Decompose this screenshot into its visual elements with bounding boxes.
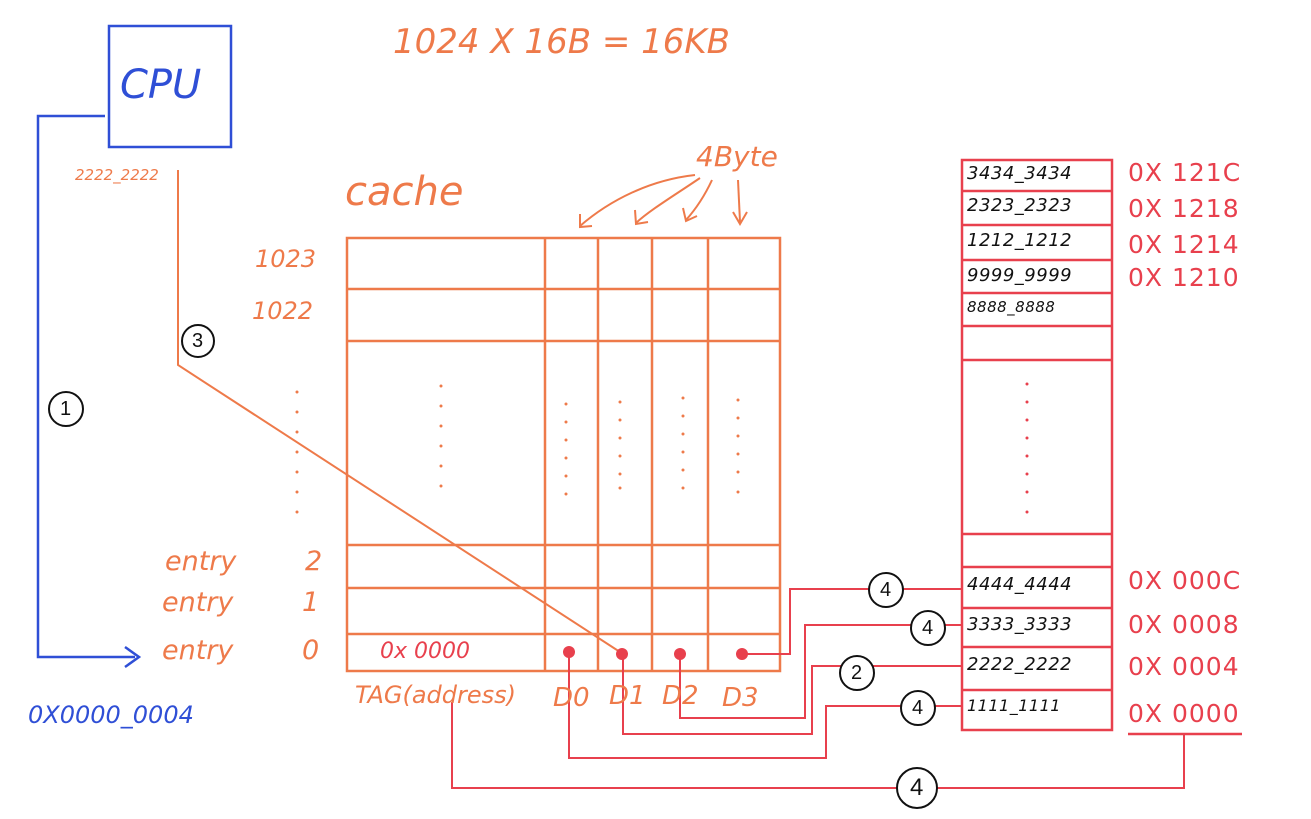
mem-word-120c: 8888_8888 <box>967 298 1056 316</box>
step-number-4c: 4 <box>912 697 924 719</box>
row-label-1023: 1023 <box>255 245 317 273</box>
mem-word-121c: 3434_3434 <box>967 163 1073 184</box>
mem-word-0004: 2222_2222 <box>967 654 1073 675</box>
step-number-4d: 4 <box>910 774 924 801</box>
entry0-tag-value: 0x 0000 <box>380 639 470 664</box>
mem-addr-0000: 0X 0000 <box>1128 699 1240 728</box>
cache-dots <box>563 646 748 660</box>
row-ellipsis <box>295 384 740 514</box>
col-label-d2: D2 <box>662 681 699 711</box>
mem-word-0000: 1111_1111 <box>967 696 1061 715</box>
step-circle-4b <box>910 610 946 646</box>
mem-word-1214: 1212_1212 <box>967 230 1073 251</box>
step-number-1: 1 <box>60 398 72 420</box>
step-number-3: 3 <box>192 330 204 352</box>
step-number-2: 2 <box>851 662 863 684</box>
step-number-4b: 4 <box>922 617 934 639</box>
step-circle-4a <box>868 572 904 608</box>
row-label-1022: 1022 <box>252 297 314 325</box>
page-title: 1024 X 16B = 16KB <box>393 22 731 62</box>
memory-to-cache-lines <box>451 588 1185 789</box>
mem-addr-1210: 0X 1210 <box>1128 263 1240 292</box>
mem-addr-1214: 0X 1214 <box>1128 230 1240 259</box>
entry-label-2: entry 2 <box>165 546 323 577</box>
mem-word-1210: 9999_9999 <box>967 265 1073 286</box>
byte-group-label: 4Byte <box>696 140 778 173</box>
step-circle-4d <box>896 767 938 809</box>
step-number-4a: 4 <box>880 579 892 601</box>
mem-word-1218: 2323_2323 <box>967 195 1073 216</box>
cpu-to-entry0-arrow <box>36 114 135 659</box>
memory-ellipsis <box>1025 382 1029 514</box>
step-circles <box>48 324 946 809</box>
mem-word-000c: 4444_4444 <box>967 574 1073 595</box>
step-circle-3 <box>181 324 215 358</box>
entry-label-0: entry 0 <box>162 635 320 666</box>
mem-addr-0004: 0X 0004 <box>1128 652 1240 681</box>
cpu-box <box>107 24 233 149</box>
col-label-d3: D3 <box>722 683 759 713</box>
memory-column <box>960 158 1114 732</box>
col-label-tag: TAG(address) <box>355 681 517 709</box>
col-label-d0: D0 <box>553 683 590 713</box>
entry-label-1: entry 1 <box>162 587 320 618</box>
mem-addr-0008: 0X 0008 <box>1128 610 1240 639</box>
cpu-label: CPU <box>120 62 202 108</box>
mem-word-0008: 3333_3333 <box>967 614 1073 635</box>
mem-addr-1218: 0X 1218 <box>1128 194 1240 223</box>
cpu-arrow-head <box>124 645 142 669</box>
cache-label: cache <box>345 169 464 215</box>
col-label-d1: D1 <box>609 681 646 711</box>
cpu-address: 0X0000_0004 <box>28 701 194 729</box>
step-circle-2 <box>839 655 875 691</box>
mem-addr-000c: 0X 000C <box>1128 566 1242 595</box>
mem-addr-121c: 0X 121C <box>1128 158 1242 187</box>
byte-arrows <box>579 174 748 229</box>
step-circle-4c <box>900 690 936 726</box>
cpu-data-value: 2222_2222 <box>75 166 159 184</box>
cpu-data-line <box>177 170 621 653</box>
step-circle-1 <box>48 391 84 427</box>
cache-grid <box>345 236 782 673</box>
